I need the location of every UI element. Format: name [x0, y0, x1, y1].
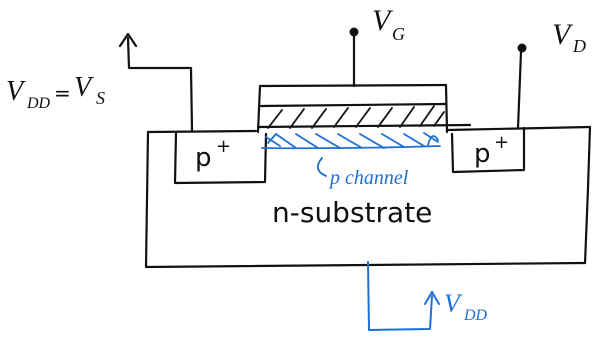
- substrate-left-edge: [144, 130, 150, 269]
- drain-terminal-dot: [517, 43, 527, 53]
- p-channel-region: [261, 132, 441, 150]
- svg-text:DD: DD: [463, 307, 488, 324]
- svg-text:V: V: [74, 72, 94, 103]
- substrate-label: n-substrate: [272, 196, 432, 229]
- gate-terminal-dot: [349, 27, 359, 37]
- drain-voltage-subscript: D: [572, 36, 586, 56]
- source-voltage-label: V DD = V S: [6, 72, 105, 112]
- svg-text:p: p: [195, 143, 212, 173]
- body-voltage-label: V DD: [444, 289, 488, 324]
- body-terminal: [367, 261, 440, 331]
- source-region-label: p +: [195, 136, 231, 173]
- source-terminal: [118, 32, 194, 132]
- svg-text:+: +: [216, 136, 231, 157]
- substrate-body: [144, 125, 592, 269]
- drain-voltage-label: V: [552, 18, 574, 51]
- body-arrow-icon: [424, 291, 440, 305]
- gate-stack: [256, 83, 472, 134]
- gate-metal-bottom: [259, 102, 448, 108]
- drain-region-label: p +: [474, 132, 509, 169]
- p-channel-leader: [316, 157, 327, 177]
- drain-well: [450, 126, 526, 174]
- svg-text:p: p: [474, 139, 491, 169]
- drain-terminal: [516, 50, 523, 130]
- svg-text:DD: DD: [26, 95, 51, 112]
- gate-voltage-label: V: [372, 4, 394, 37]
- svg-text:+: +: [494, 132, 509, 153]
- p-channel-label: p channel: [328, 167, 409, 189]
- gate-oxide-hatch: [267, 105, 445, 129]
- gate-oxide-line: [256, 123, 472, 129]
- gate-metal-left: [256, 84, 262, 134]
- source-well: [173, 130, 268, 185]
- svg-text:=: =: [54, 81, 71, 105]
- substrate-top-right-edge: [446, 125, 592, 132]
- svg-text:V: V: [444, 289, 463, 318]
- svg-text:S: S: [96, 88, 105, 108]
- substrate-bottom-edge: [144, 261, 587, 269]
- gate-voltage-subscript: G: [392, 24, 405, 44]
- source-arrow-icon: [118, 32, 138, 48]
- substrate-right-edge: [583, 125, 592, 265]
- svg-text:V: V: [6, 76, 26, 107]
- substrate-top-left-edge: [146, 129, 258, 134]
